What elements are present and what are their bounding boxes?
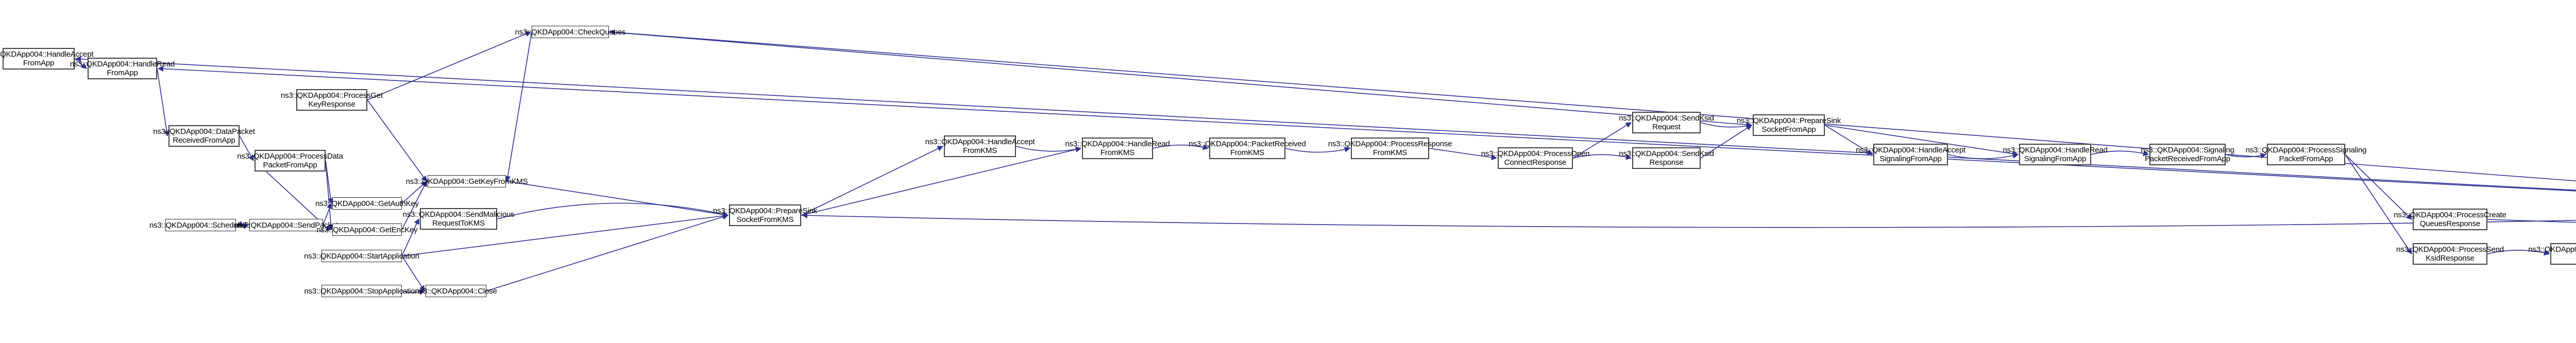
graph-edge <box>609 29 2576 182</box>
graph-node-signalingPacketReceivedFromApp[interactable]: ns3::QKDApp004::Signaling PacketReceived… <box>2141 144 2234 165</box>
graph-node-processSignalingPacketFromApp[interactable]: ns3::QKDApp004::ProcessSignaling PacketF… <box>2246 144 2366 165</box>
graph-edge <box>608 31 1753 128</box>
graph-node-processSendKsidResponse[interactable]: ns3::QKDApp004::ProcessSend KsidResponse <box>2396 243 2504 265</box>
graph-node-checkAssociationsState[interactable]: ns3::QKDApp004::CheckAssociations State <box>2528 243 2576 265</box>
graph-node-handleAcceptFromApp[interactable]: ns3::QKDApp004::HandleAccept FromApp <box>0 48 94 70</box>
graph-edge <box>486 214 729 291</box>
graph-node-getKeyFromKMS[interactable]: ns3::QKDApp004::GetKeyFromKMS <box>406 175 528 187</box>
graph-node-sendPacket[interactable]: ns3::QKDApp004::SendPacket <box>234 219 338 231</box>
graph-edge <box>801 146 944 216</box>
graph-edge <box>497 202 729 219</box>
graph-node-sendMaliciousRequestToKMS[interactable]: ns3::QKDApp004::SendMalicious RequestToK… <box>403 208 515 230</box>
graph-node-handleAcceptFromKMS[interactable]: ns3::QKDApp004::HandleAccept FromKMS <box>925 135 1035 157</box>
graph-node-processResponseFromKMS[interactable]: ns3::QKDApp004::ProcessResponse FromKMS <box>1328 138 1452 159</box>
graph-node-getAuthKey[interactable]: ns3::QKDApp004::GetAuthKey <box>315 197 419 210</box>
graph-edge <box>2345 154 2412 220</box>
graph-node-processDataPacketFromApp[interactable]: ns3::QKDApp004::ProcessData PacketFromAp… <box>237 150 343 172</box>
graph-edge <box>75 56 2576 191</box>
graph-node-scheduleTx[interactable]: ns3::QKDApp004::ScheduleTx <box>149 219 252 231</box>
graph-node-dataPacketReceivedFromApp[interactable]: ns3::QKDApp004::DataPacket ReceivedFromA… <box>153 125 255 147</box>
graph-edge <box>401 255 425 291</box>
graph-node-handleReadFromKMS[interactable]: ns3::QKDApp004::HandleRead FromKMS <box>1065 138 1170 159</box>
graph-edge <box>801 212 2576 228</box>
graph-node-packetReceivedFromKMS[interactable]: ns3::QKDApp004::PacketReceived FromKMS <box>1189 138 1306 159</box>
graph-node-processCreateQueuesResponse[interactable]: ns3::QKDApp004::ProcessCreate QueuesResp… <box>2394 209 2506 230</box>
graph-node-close[interactable]: ns3::QKDApp004::Close <box>415 285 497 297</box>
graph-edge <box>505 31 532 182</box>
graph-node-stopApplication[interactable]: ns3::QKDApp004::StopApplication <box>304 285 419 297</box>
graph-edge <box>505 181 729 218</box>
graph-edge <box>801 146 1082 216</box>
graph-node-startApplication[interactable]: ns3::QKDApp004::StartApplication <box>304 250 419 262</box>
graph-edge <box>367 99 427 182</box>
graph-node-handleAcceptSignalingFromApp[interactable]: ns3::QKDApp004::HandleAccept SignalingFr… <box>1856 144 1965 165</box>
graph-edge <box>2345 154 2412 254</box>
graph-node-checkQueues[interactable]: ns3::QKDApp004::CheckQueues <box>515 26 626 38</box>
graph-edge <box>325 160 334 231</box>
graph-node-getEncKey[interactable]: ns3::QKDApp004::GetEncKey <box>317 224 418 236</box>
graph-node-sendKsidResponse[interactable]: ns3::QKDApp004::SendKsid Response <box>1619 147 1714 169</box>
graph-node-prepareSinkSocketFromApp[interactable]: ns3::QKDApp004::PrepareSink SocketFromAp… <box>1737 114 1841 136</box>
graph-node-sendKsidRequest[interactable]: ns3::QKDApp004::SendKsid Request <box>1619 112 1714 133</box>
graph-node-prepareSinkSocketFromKMS[interactable]: ns3::QKDApp004::PrepareSink SocketFromKM… <box>713 204 817 226</box>
graph-edge <box>367 31 532 100</box>
graph-node-processGetKeyResponse[interactable]: ns3::QKDApp004::ProcessGet KeyResponse <box>281 89 383 111</box>
graph-node-handleReadSignalingFromApp[interactable]: ns3::QKDApp004::HandleRead SignalingFrom… <box>2003 144 2108 165</box>
graph-edge <box>157 68 170 137</box>
graph-node-processOpenConnectResponse[interactable]: ns3::QKDApp004::ProcessOpen ConnectRespo… <box>1481 147 1589 169</box>
graph-node-handleReadFromApp[interactable]: ns3::QKDApp004::HandleRead FromApp <box>70 58 175 79</box>
